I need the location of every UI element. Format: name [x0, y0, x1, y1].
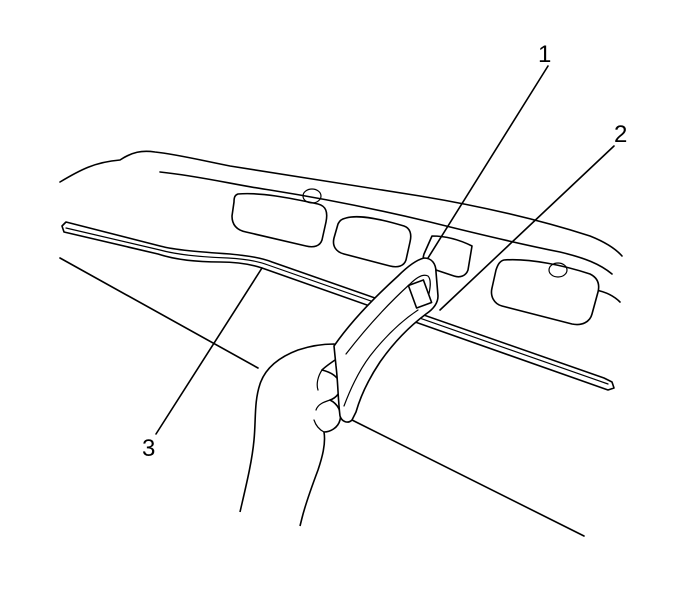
- pad-right: [490, 258, 600, 326]
- pad-middle: [332, 215, 412, 268]
- pad-right-hole: [548, 262, 568, 278]
- callout-labels: 1 2 3: [142, 41, 627, 462]
- lower-outline: [59, 257, 585, 537]
- leader-line-2: [439, 145, 615, 311]
- pad-left: [231, 192, 328, 248]
- callout-3: 3: [142, 435, 155, 462]
- callout-2: 2: [614, 121, 627, 148]
- leader-line-3: [155, 267, 263, 435]
- callout-1: 1: [538, 41, 551, 68]
- pad-left-hole: [302, 188, 322, 204]
- tool-fork-slot: [407, 279, 433, 309]
- leader-line-1: [427, 65, 549, 259]
- leader-lines: [155, 65, 615, 435]
- seal-strip: [61, 221, 615, 391]
- hand-illustration: [239, 343, 342, 527]
- removal-tool: [333, 257, 439, 423]
